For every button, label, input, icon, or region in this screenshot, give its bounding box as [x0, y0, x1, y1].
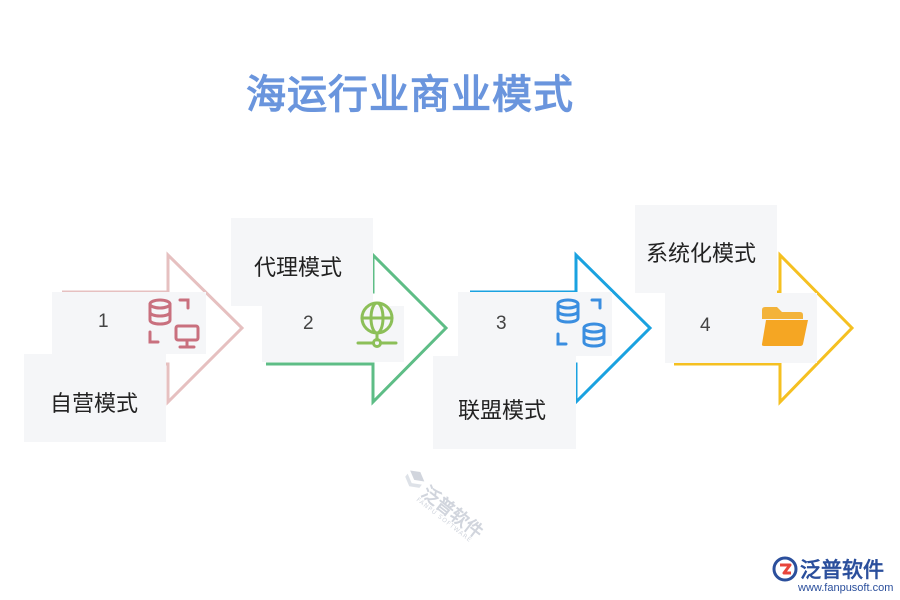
brand-logo-icon: [772, 556, 798, 582]
step-4-label-box: [635, 205, 777, 293]
step-1-number-box: [52, 292, 130, 354]
arrow-4: [674, 251, 855, 406]
brand-logo: 泛普软件 www.fanpusoft.com: [772, 554, 896, 598]
watermark-logo-icon: [405, 470, 425, 488]
watermark: 泛普软件 FANPU SOFTWARE: [359, 460, 501, 599]
arrow-2: [266, 251, 449, 406]
brand-url: www.fanpusoft.com: [798, 582, 894, 594]
step-3-label-box: [433, 356, 576, 449]
step-2-label-box: [231, 218, 373, 306]
step-4-label: 系统化模式: [646, 242, 757, 267]
step-3-number: 3: [496, 313, 507, 334]
database-sync-icon: [556, 298, 606, 348]
page-title: 海运行业商业模式: [246, 72, 574, 118]
step-3-label: 联盟模式: [458, 399, 547, 424]
globe-network-icon: [356, 301, 398, 348]
step-3-number-box: [458, 292, 546, 356]
folder-icon: [761, 307, 808, 346]
step-4-number-box: [665, 293, 753, 363]
step-2-number: 2: [303, 313, 314, 334]
step-1-label-box: [24, 354, 166, 442]
step-1-number: 1: [98, 311, 109, 332]
step-2-label: 代理模式: [254, 256, 343, 281]
step-2-number-box: [262, 306, 340, 362]
brand-name: 泛普软件: [800, 558, 884, 582]
step-4-number: 4: [700, 315, 711, 336]
database-monitor-icon: [148, 298, 200, 349]
step-1-label: 自营模式: [50, 392, 139, 417]
